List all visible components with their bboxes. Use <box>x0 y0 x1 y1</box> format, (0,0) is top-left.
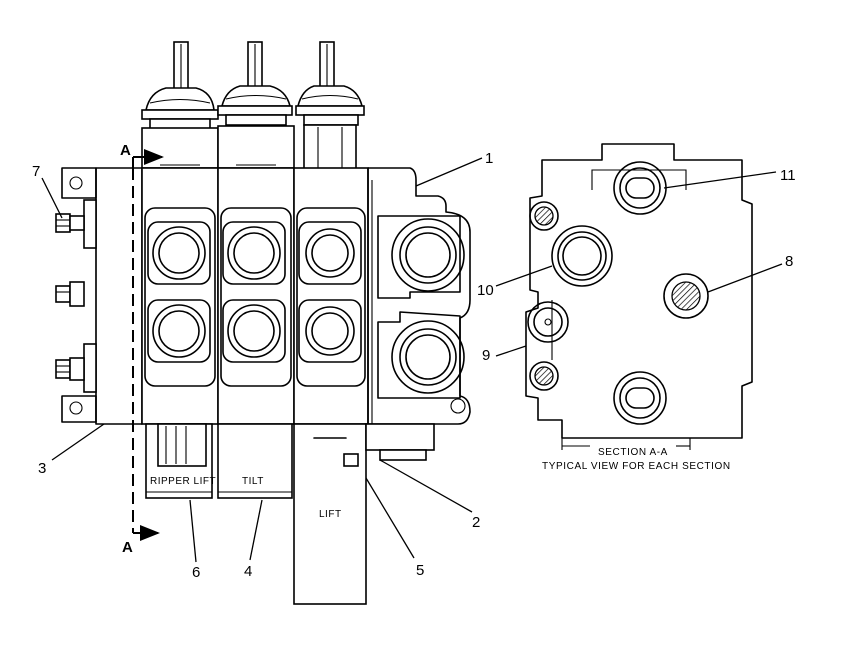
callout-5: 5 <box>416 562 424 579</box>
end-bolts <box>55 213 85 381</box>
callout-1: 1 <box>485 150 493 167</box>
lever-tilt <box>217 41 293 126</box>
section-title: SECTION A-A <box>598 447 668 458</box>
callout-3: 3 <box>38 460 46 477</box>
section-a-a-view <box>525 143 753 450</box>
spool-sections <box>141 167 369 425</box>
lever-ripper <box>141 41 219 130</box>
lever-lift <box>295 41 365 171</box>
section-marker-top: A <box>120 142 131 159</box>
callout-7: 7 <box>32 163 40 180</box>
tilt-label: TILT <box>242 476 264 487</box>
section-caption: TYPICAL VIEW FOR EACH SECTION <box>542 461 731 472</box>
leader-lines <box>41 157 783 563</box>
callout-11: 11 <box>780 167 796 184</box>
callout-numbers: 1 2 3 4 5 6 7 8 9 10 11 <box>32 150 796 581</box>
ripper-lift-label: RIPPER LIFT <box>150 476 216 487</box>
callout-9: 9 <box>482 347 490 364</box>
section-marker-bottom: A <box>122 539 133 556</box>
section-line-a-a: A A <box>120 142 164 556</box>
control-levers <box>141 41 365 171</box>
callout-4: 4 <box>244 563 252 580</box>
callout-10: 10 <box>477 282 494 299</box>
work-ports <box>147 221 362 363</box>
callout-8: 8 <box>785 253 793 270</box>
valve-front-view <box>55 41 471 605</box>
spring-caps <box>145 423 435 605</box>
callout-6: 6 <box>192 564 200 581</box>
inlet-cover <box>367 167 471 425</box>
callout-2: 2 <box>472 514 480 531</box>
lift-label: LIFT <box>319 509 342 520</box>
